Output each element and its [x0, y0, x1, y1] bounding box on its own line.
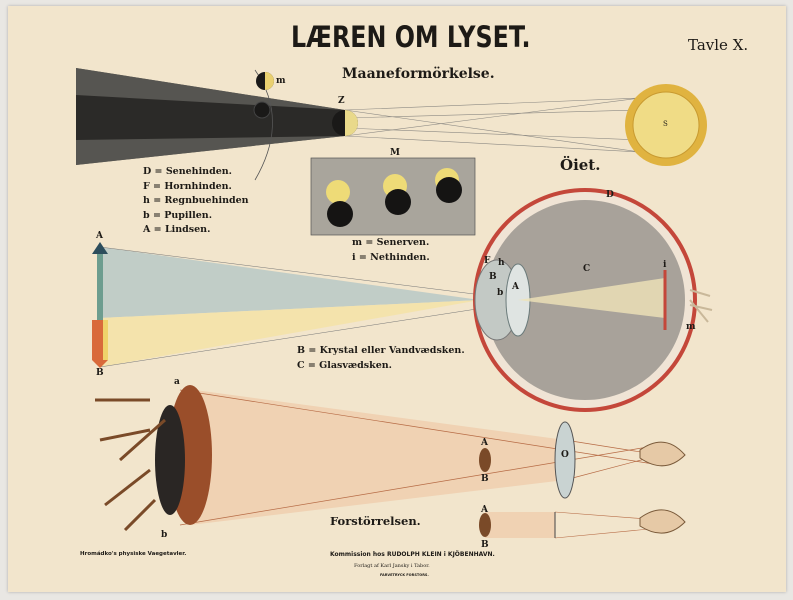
legend-item: A = Lindsen. — [143, 224, 211, 236]
eye-label-F: F — [484, 256, 491, 266]
printer-credit: FARVETRYCK FORSTORS. — [380, 573, 429, 577]
object-arrow — [97, 252, 103, 364]
eye-label-B: B — [489, 272, 497, 282]
arrow-label-A: A — [96, 231, 103, 241]
label-moon: m — [276, 76, 286, 86]
eye-legend-bottom: B = Krystal eller Vandvædsken. C = Glasv… — [297, 344, 465, 373]
beetle-label-a: a — [174, 377, 180, 387]
legend-item: i = Nethinden. — [352, 251, 430, 263]
commission-credit: Kommission hos RUDOLPH KLEIN i KJÖBENHAV… — [330, 551, 495, 558]
eye-title: Öiet. — [560, 156, 601, 174]
legend-item: F = Hornhinden. — [143, 180, 232, 192]
label-box: M — [390, 148, 400, 158]
legend-item: m = Senerven. — [352, 237, 430, 248]
beetle-label-b: b — [161, 530, 168, 540]
label-umbra: Z — [338, 96, 345, 106]
eye-label-m: m — [686, 322, 696, 332]
arrow-label-B: B — [96, 368, 104, 378]
image-label-A: A — [481, 438, 488, 448]
lens-label-O: O — [561, 450, 569, 460]
plate-number: Tavle X. — [688, 36, 749, 54]
convex-lens — [554, 421, 576, 499]
eye-legend-mid: m = Senerven. i = Nethinden. — [352, 236, 430, 265]
eye-label-D: D — [606, 190, 614, 200]
series-credit: Hromádko's physiske Vaegetavler. — [80, 551, 187, 557]
eyeball — [473, 188, 713, 412]
publisher-credit: Forlagt af Karl Jansky i Tabor. — [354, 563, 430, 569]
poster-title: LÆREN OM LYSET. — [291, 20, 531, 54]
eclipse-title: Maaneformörkelse. — [342, 66, 495, 82]
image-label-B: B — [481, 474, 489, 484]
label-sun: S — [663, 120, 668, 128]
eclipse-phases-box — [310, 157, 476, 236]
legend-item: D = Senehinden. — [143, 166, 232, 177]
magnify-title: Forstörrelsen. — [330, 514, 421, 528]
beetle — [95, 385, 212, 532]
eclipse-diagram — [76, 68, 707, 181]
observer-eye-1 — [639, 441, 686, 467]
eye-label-A: A — [512, 282, 519, 292]
image2-label-A: A — [481, 505, 488, 515]
legend-item: h = Regnbuehinden — [143, 195, 249, 207]
eye-label-C: C — [583, 264, 591, 274]
observer-eye-2 — [639, 509, 686, 534]
eye-legend-left: D = Senehinden. F = Hornhinden. h = Regn… — [143, 165, 249, 238]
eye-label-h: h — [498, 258, 505, 268]
sun — [625, 84, 707, 166]
eye-label-b: b — [497, 288, 504, 298]
legend-item: b = Pupillen. — [143, 209, 212, 221]
image2-label-B: B — [481, 540, 489, 550]
legend-item: C = Glasvædsken. — [297, 359, 392, 371]
eye-label-i: i — [663, 260, 667, 270]
legend-item: B = Krystal eller Vandvædsken. — [297, 345, 465, 356]
magnification-diagram — [95, 385, 686, 539]
